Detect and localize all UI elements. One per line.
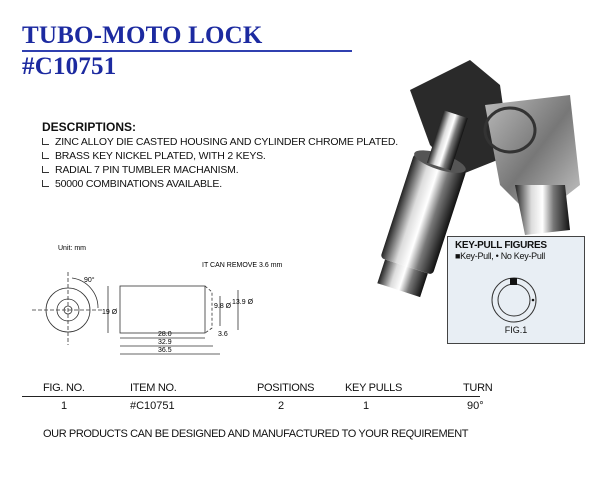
- header-item-no: ITEM NO.: [130, 382, 177, 394]
- unit-label: Unit: mm: [58, 245, 86, 252]
- no-key-pull-marker-icon: [531, 298, 535, 302]
- dim-13-9: 13.9 Ø: [232, 299, 254, 306]
- dim-3-6: 3.6: [218, 331, 228, 338]
- cell-positions: 2: [278, 400, 285, 412]
- checkbox-icon: [42, 166, 49, 173]
- dim-9-8: 9.8 Ø: [214, 303, 232, 310]
- cell-item-no: #C10751: [130, 400, 175, 412]
- remove-note: IT CAN REMOVE 3.6 mm: [202, 262, 283, 269]
- table-divider: [22, 396, 480, 397]
- header-turn: TURN: [463, 382, 493, 394]
- figure-caption: FIG.1: [504, 325, 528, 335]
- description-text: RADIAL 7 PIN TUMBLER MACHANISM.: [55, 164, 239, 176]
- descriptions-heading: DESCRIPTIONS:: [42, 120, 137, 134]
- checkbox-icon: [42, 152, 49, 159]
- header-key-pulls: KEY PULLS: [345, 382, 403, 394]
- key-pull-diagram: [491, 277, 537, 323]
- cell-fig-no: 1: [61, 400, 68, 412]
- dim-32-9: 32.9: [158, 339, 172, 346]
- key-pull-marker-icon: [510, 278, 517, 285]
- description-item: BRASS KEY NICKEL PLATED, WITH 2 KEYS.: [42, 150, 266, 162]
- angle-label: 90°: [84, 276, 95, 284]
- header-fig-no: FIG. NO.: [43, 382, 85, 394]
- header-positions: POSITIONS: [257, 382, 315, 394]
- lock-cylinder-icon: [377, 110, 468, 298]
- description-text: 50000 COMBINATIONS AVAILABLE.: [55, 178, 222, 190]
- lock-photo: [377, 60, 580, 298]
- title-underline: [22, 50, 352, 52]
- dim-28: 28.0: [158, 331, 172, 338]
- product-title: TUBO-MOTO LOCK: [22, 22, 263, 49]
- key-pull-legend: ■Key-Pull, • No Key-Pull: [455, 251, 545, 261]
- dim-36-5: 36.5: [158, 347, 172, 354]
- technical-drawing: Unit: mm 90° IT CAN REMOVE 3.6 mm 19 Ø 9…: [32, 245, 283, 355]
- description-text: BRASS KEY NICKEL PLATED, WITH 2 KEYS.: [55, 150, 266, 162]
- description-item: ZINC ALLOY DIE CASTED HOUSING AND CYLIND…: [42, 136, 398, 148]
- checkbox-icon: [42, 180, 49, 187]
- cell-turn: 90°: [467, 400, 484, 412]
- key-pull-heading: KEY-PULL FIGURES: [455, 240, 547, 251]
- key-pull-figure: KEY-PULL FIGURES ■Key-Pull, • No Key-Pul…: [447, 236, 585, 344]
- checkbox-icon: [42, 138, 49, 145]
- dim-19: 19 Ø: [102, 309, 118, 316]
- description-item: 50000 COMBINATIONS AVAILABLE.: [42, 178, 222, 190]
- product-model: #C10751: [22, 53, 117, 80]
- description-item: RADIAL 7 PIN TUMBLER MACHANISM.: [42, 164, 239, 176]
- description-text: ZINC ALLOY DIE CASTED HOUSING AND CYLIND…: [55, 136, 398, 148]
- footer-note: OUR PRODUCTS CAN BE DESIGNED AND MANUFAC…: [43, 428, 469, 440]
- cell-key-pulls: 1: [363, 400, 370, 412]
